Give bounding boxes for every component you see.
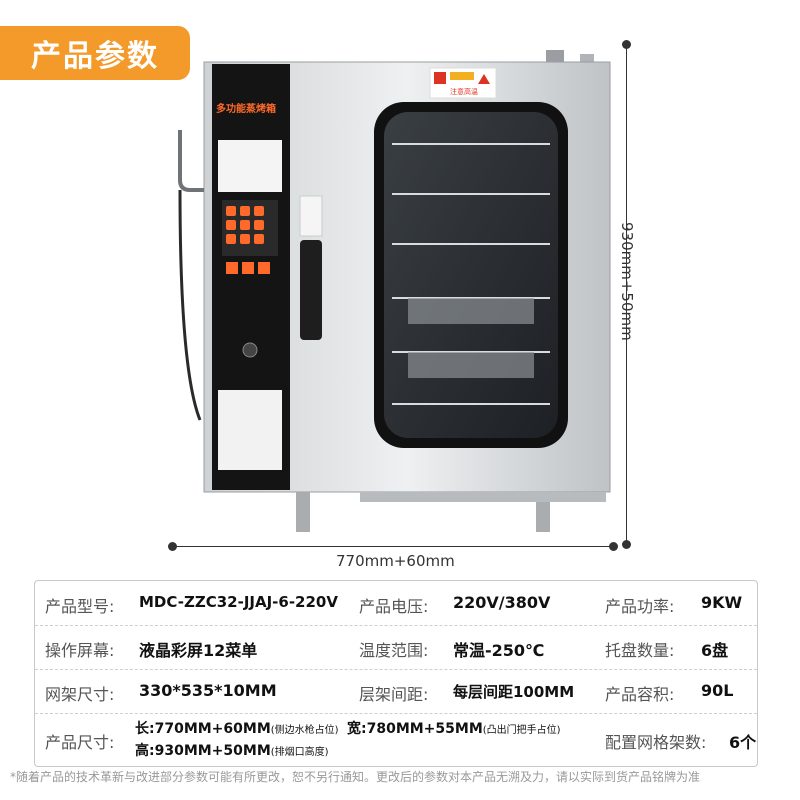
section-title: 产品参数 — [0, 26, 190, 80]
voltage-label: 产品电压: — [359, 597, 429, 616]
tray-value: 6盘 — [701, 641, 729, 660]
size-width-note: (凸出门把手占位) — [482, 725, 561, 736]
tray-label: 托盘数量: — [605, 641, 675, 660]
shelf-gap-label: 层架间距: — [359, 685, 429, 704]
power-label: 产品功率: — [605, 597, 675, 616]
screen-label: 操作屏幕: — [45, 641, 115, 660]
width-dimension-line — [172, 546, 614, 547]
size-label: 产品尺寸: — [45, 733, 115, 752]
model-value: MDC-ZZC32-JJAJ-6-220V — [139, 593, 338, 611]
product-image: 多功能蒸烤箱 注意高温 — [178, 50, 611, 532]
dimension-cap — [622, 40, 631, 49]
spec-table: 产品型号: MDC-ZZC32-JJAJ-6-220V 产品电压: 220V/3… — [34, 580, 758, 767]
power-value: 9KW — [701, 593, 743, 612]
size-width: 宽:780MM+55MM(凸出门把手占位) — [347, 718, 561, 738]
footnote: *随着产品的技术革新与改进部分参数可能有所更改，恕不另行通知。更改后的参数对本产… — [10, 770, 701, 784]
width-dimension-label: 770mm+60mm — [336, 552, 455, 570]
dimension-cap — [609, 542, 618, 551]
size-width-value: 宽:780MM+55MM — [347, 721, 483, 737]
size-height-note: (排烟口高度) — [270, 747, 329, 758]
dimension-cap — [622, 540, 631, 549]
voltage-value: 220V/380V — [453, 593, 551, 612]
height-dimension-line — [626, 44, 627, 544]
svg-text:注意高温: 注意高温 — [450, 87, 478, 96]
height-dimension-label: 930mm+50mm — [618, 222, 636, 341]
temperature-value: 常温-250℃ — [453, 641, 545, 660]
spec-row: 产品尺寸: 长:770MM+60MM(侧边水枪占位) 宽:780MM+55MM(… — [35, 713, 757, 765]
spec-row: 产品型号: MDC-ZZC32-JJAJ-6-220V 产品电压: 220V/3… — [35, 581, 757, 626]
spec-row: 操作屏幕: 液晶彩屏12菜单 温度范围: 常温-250℃ 托盘数量: 6盘 — [35, 625, 757, 670]
model-label: 产品型号: — [45, 597, 115, 616]
racks-label: 配置网格架数: — [605, 733, 707, 752]
volume-value: 90L — [701, 681, 734, 700]
size-length: 长:770MM+60MM(侧边水枪占位) — [135, 718, 339, 738]
rack-size-value: 330*535*10MM — [139, 681, 277, 700]
size-length-value: 长:770MM+60MM — [135, 721, 271, 737]
size-height: 高:930MM+50MM(排烟口高度) — [135, 740, 329, 760]
spec-row: 网架尺寸: 330*535*10MM 层架间距: 每层间距100MM 产品容积:… — [35, 669, 757, 714]
screen-value: 液晶彩屏12菜单 — [139, 641, 258, 660]
shelf-gap-value: 每层间距100MM — [453, 683, 575, 701]
volume-label: 产品容积: — [605, 685, 675, 704]
racks-value: 6个 — [729, 733, 757, 752]
temperature-label: 温度范围: — [359, 641, 429, 660]
rack-size-label: 网架尺寸: — [45, 685, 115, 704]
dimension-cap — [168, 542, 177, 551]
size-length-note: (侧边水枪占位) — [270, 725, 339, 736]
panel-title-text: 多功能蒸烤箱 — [216, 102, 276, 115]
size-height-value: 高:930MM+50MM — [135, 743, 271, 759]
